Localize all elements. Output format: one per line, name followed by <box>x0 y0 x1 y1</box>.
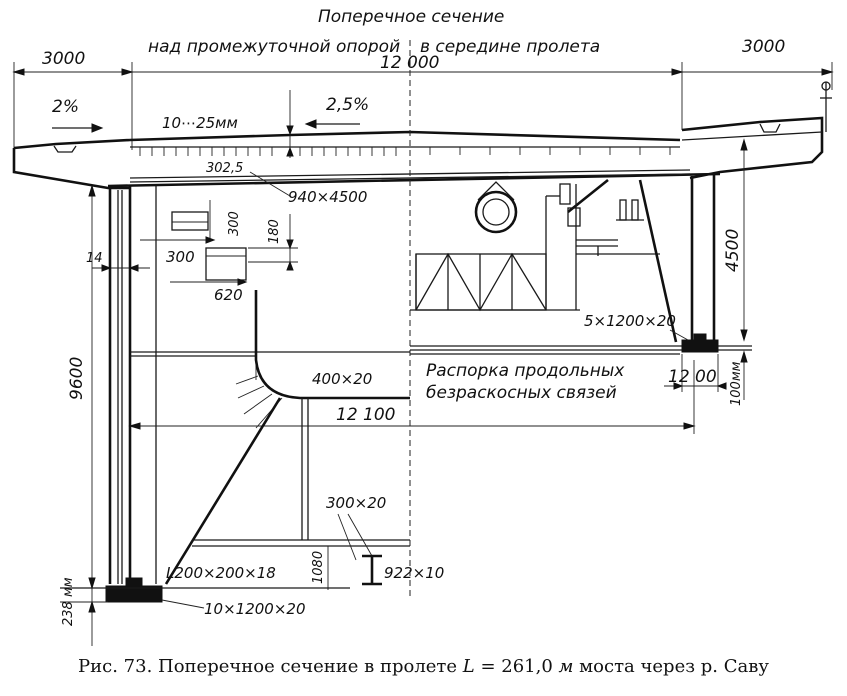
catwalk-details <box>559 178 660 310</box>
height-total-label: 9600 <box>67 357 87 400</box>
bearing-height-label: 100мм <box>729 361 744 406</box>
angle-label: L200×200×18 <box>166 564 276 582</box>
bearing-span-dimension <box>664 354 727 392</box>
i-beam-section <box>362 554 382 586</box>
caption-suffix: моста через р. Саву <box>573 656 769 677</box>
truss-bracing <box>410 195 580 312</box>
right-bearing <box>681 333 719 353</box>
note-line-2: безраскосных связей <box>426 383 617 403</box>
bottom-plate-label: 300×20 <box>326 494 386 512</box>
heading-right-subtitle: в середине пролета <box>420 37 600 57</box>
left-bearing <box>60 577 350 603</box>
rib-spacing-label: 302,5 <box>206 161 243 176</box>
pipe-fixture <box>474 181 518 234</box>
main-span-dimension <box>128 360 696 434</box>
main-span-label: 12 100 <box>336 405 395 425</box>
deck-slab <box>12 81 832 190</box>
left-column <box>108 186 410 584</box>
figure-caption: Рис. 73. Поперечное сечение в пролете L … <box>0 656 847 677</box>
slope-left-label: 2% <box>52 97 79 117</box>
right-diagonal <box>638 179 678 343</box>
top-flange-label: 940×4500 <box>288 188 367 206</box>
bearing-span-label: 12 00 <box>668 367 717 387</box>
caption-unit: м <box>558 656 574 677</box>
stiffener-v-label: 300 <box>227 211 242 236</box>
caption-eq: = 261,0 <box>474 656 559 677</box>
height-right-label: 4500 <box>723 229 743 272</box>
diaphragm <box>235 290 410 429</box>
diaphragm-label: 400×20 <box>312 370 372 388</box>
web-plate-label: 922×10 <box>384 564 444 582</box>
dim-620-label: 620 <box>214 286 243 304</box>
inner-bracing <box>164 397 410 585</box>
bearing-left-label: 10×1200×20 <box>204 600 305 618</box>
deck-thickness-label: 10⋯25мм <box>162 114 238 132</box>
caption-prefix: Рис. 73. Поперечное сечение в пролете <box>78 656 463 677</box>
dim-180-label: 180 <box>267 219 282 244</box>
dim-cantilever-right: 3000 <box>742 37 785 57</box>
left-height-dimension <box>60 184 108 646</box>
caption-L: L <box>462 656 475 677</box>
slope-right-arrow <box>304 119 360 129</box>
heading-title: Поперечное сечение <box>318 7 504 27</box>
top-dimensions <box>12 62 834 150</box>
web-gap-label: 14 <box>86 251 103 266</box>
right-height-dimension <box>740 138 748 400</box>
base-height-label: 238 мм <box>61 577 76 626</box>
note-line-1: Распорка продольных <box>426 361 625 381</box>
stiffener-h-label: 300 <box>166 248 195 266</box>
dim-cantilever-left: 3000 <box>42 49 85 69</box>
bearing-right-label: 5×1200×20 <box>584 312 676 330</box>
slope-right-label: 2,5% <box>326 95 369 115</box>
slope-left-arrow <box>52 123 104 133</box>
dim-1080-label: 1080 <box>311 551 326 584</box>
cross-girder-top-flange <box>107 169 721 188</box>
heading-left-subtitle: над промежуточной опорой <box>148 37 400 57</box>
